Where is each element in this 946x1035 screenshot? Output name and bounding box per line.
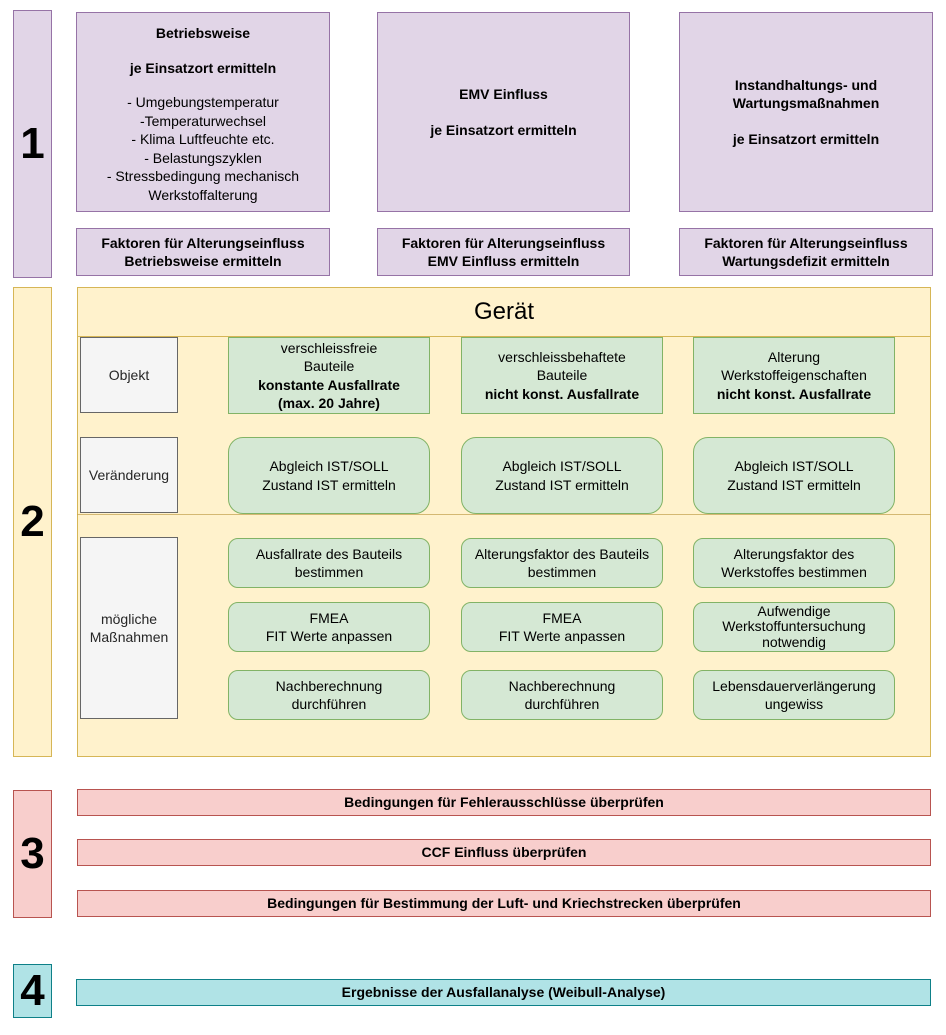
stage-2-label: 2 [20, 497, 45, 546]
objekt-col1-bold: konstante Ausfallrate (max. 20 Jahre) [258, 376, 400, 412]
bar-ccf-text: CCF Einfluss überprüfen [421, 844, 587, 861]
abgleich-box-col1: Abgleich IST/SOLL Zustand IST ermitteln [228, 437, 430, 514]
factors-emv-box: Faktoren für Alterungseinfluss EMV Einfl… [377, 228, 630, 276]
stage-3-label: 3 [20, 829, 45, 878]
massnahme-col3-row3-text: Lebensdauerverlängerung ungewiss [712, 677, 876, 713]
massnahme-col2-row3-text: Nachberechnung durchführen [508, 677, 616, 713]
betriebsweise-subtitle: je Einsatzort ermitteln [129, 59, 277, 76]
emv-subtitle: je Einsatzort ermitteln [430, 121, 577, 138]
objekt-col3-bold: nicht konst. Ausfallrate [716, 385, 872, 402]
betriebsweise-details: - Umgebungstemperatur -Temperaturwechsel… [106, 94, 300, 203]
massnahme-col3-row1-text: Alterungsfaktor des Werkstoffes bestimme… [721, 545, 867, 581]
massnahme-col2-row1: Alterungsfaktor des Bauteils bestimmen [461, 538, 663, 588]
stage-number-2: 2 [13, 287, 52, 757]
bar-weibull: Ergebnisse der Ausfallanalyse (Weibull-A… [76, 979, 931, 1006]
massnahme-col1-row1-text: Ausfallrate des Bauteils bestimmen [255, 545, 403, 581]
factors-maintenance-box: Faktoren für Alterungseinfluss Wartungsd… [679, 228, 933, 276]
stage-4-label: 4 [20, 966, 45, 1015]
massnahme-col3-row3: Lebensdauerverlängerung ungewiss [693, 670, 895, 720]
row-label-objekt: Objekt [80, 337, 178, 413]
massnahme-col1-row1: Ausfallrate des Bauteils bestimmen [228, 538, 430, 588]
stage-1-label: 1 [20, 119, 45, 168]
geraet-titlebar-divider [77, 336, 931, 337]
massnahme-col2-row1-text: Alterungsfaktor des Bauteils bestimmen [474, 545, 650, 581]
row-label-veraenderung: Veränderung [80, 437, 178, 513]
objekt-box-col1: verschleissfreie Bauteile konstante Ausf… [228, 337, 430, 414]
betriebsweise-title: Betriebsweise [155, 25, 251, 41]
bar-weibull-text: Ergebnisse der Ausfallanalyse (Weibull-A… [341, 984, 666, 1001]
massnahme-col2-row3: Nachberechnung durchführen [461, 670, 663, 720]
massnahme-col2-row2: FMEA FIT Werte anpassen [461, 602, 663, 652]
abgleich-box-col3: Abgleich IST/SOLL Zustand IST ermitteln [693, 437, 895, 514]
massnahme-col1-row3-text: Nachberechnung durchführen [275, 677, 383, 713]
bar-luft-kriechstrecken-text: Bedingungen für Bestimmung der Luft- und… [267, 895, 741, 912]
massnahme-col2-row2-text: FMEA FIT Werte anpassen [498, 609, 626, 645]
objekt-box-col2: verschleissbehaftete Bauteile nicht kons… [461, 337, 663, 414]
abgleich-col3-text: Abgleich IST/SOLL Zustand IST ermitteln [727, 458, 861, 493]
massnahme-col1-row3: Nachberechnung durchführen [228, 670, 430, 720]
geraet-middle-divider [77, 514, 931, 515]
objekt-col3-normal: Alterung Werkstoffeigenschaften [721, 348, 867, 384]
massnahme-col3-row1: Alterungsfaktor des Werkstoffes bestimme… [693, 538, 895, 588]
objekt-box-col3: Alterung Werkstoffeigenschaften nicht ko… [693, 337, 895, 414]
bar-fehlerausschluesse-text: Bedingungen für Fehlerausschlüsse überpr… [344, 794, 664, 811]
objekt-col2-bold: nicht konst. Ausfallrate [484, 385, 640, 402]
maintenance-title: Instandhaltungs- und Wartungsmaßnahmen [732, 76, 880, 112]
stage-number-4: 4 [13, 964, 52, 1018]
bar-fehlerausschluesse: Bedingungen für Fehlerausschlüsse überpr… [77, 789, 931, 816]
geraet-title: Gerät [473, 298, 535, 325]
bar-luft-kriechstrecken: Bedingungen für Bestimmung der Luft- und… [77, 890, 931, 917]
row-label-veraenderung-text: Veränderung [88, 466, 170, 483]
emv-title: EMV Einfluss [459, 86, 548, 102]
factors-betriebsweise-label: Faktoren für Alterungseinfluss Betriebsw… [101, 234, 305, 270]
stage-number-3: 3 [13, 790, 52, 918]
massnahme-col1-row2: FMEA FIT Werte anpassen [228, 602, 430, 652]
row-label-massnahmen-text: mögliche Maßnahmen [89, 610, 169, 646]
maintenance-subtitle: je Einsatzort ermitteln [732, 130, 880, 147]
factors-betriebsweise-box: Faktoren für Alterungseinfluss Betriebsw… [76, 228, 330, 276]
emv-influence-box: EMV Einfluss je Einsatzort ermitteln [377, 12, 630, 212]
abgleich-col2-text: Abgleich IST/SOLL Zustand IST ermitteln [495, 458, 629, 493]
massnahme-col3-row2-text: Aufwendige Werkstoffuntersuchung notwend… [722, 602, 866, 650]
factors-maintenance-label: Faktoren für Alterungseinfluss Wartungsd… [704, 234, 908, 270]
massnahme-col3-row2: Aufwendige Werkstoffuntersuchung notwend… [693, 602, 895, 652]
abgleich-col1-text: Abgleich IST/SOLL Zustand IST ermitteln [262, 458, 396, 493]
betriebsweise-box: Betriebsweise je Einsatzort ermitteln - … [76, 12, 330, 212]
objekt-col1-normal: verschleissfreie Bauteile [280, 339, 378, 375]
row-label-massnahmen: mögliche Maßnahmen [80, 537, 178, 719]
abgleich-box-col2: Abgleich IST/SOLL Zustand IST ermitteln [461, 437, 663, 514]
factors-emv-label: Faktoren für Alterungseinfluss EMV Einfl… [401, 234, 606, 270]
stage-number-1: 1 [13, 10, 52, 278]
row-label-objekt-text: Objekt [108, 366, 150, 383]
objekt-col2-normal: verschleissbehaftete Bauteile [498, 348, 626, 384]
massnahme-col1-row2-text: FMEA FIT Werte anpassen [265, 609, 393, 645]
bar-ccf: CCF Einfluss überprüfen [77, 839, 931, 866]
maintenance-box: Instandhaltungs- und Wartungsmaßnahmen j… [679, 12, 933, 212]
